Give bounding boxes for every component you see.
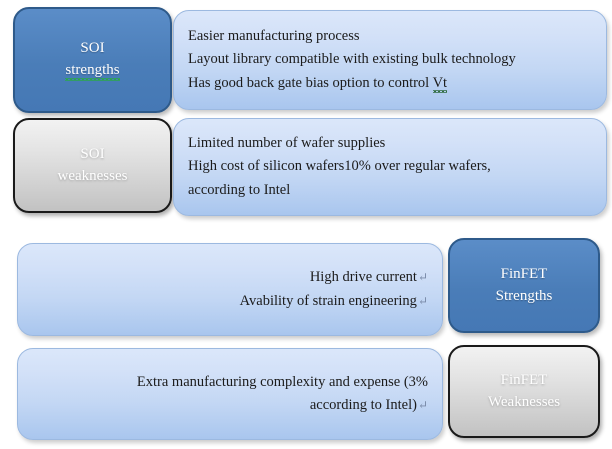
soi-strengths-label-box[interactable]: SOI strengths (13, 7, 172, 113)
finfet-strengths-content-text: High drive current↵ Avability of strain … (32, 266, 428, 313)
soi-strengths-line-3-prefix: Has good back gate bias option to contro… (188, 74, 433, 91)
finfet-strengths-line-1-text: High drive current (309, 269, 417, 286)
finfet-strengths-line-2-text: Avability of strain engineering (239, 292, 417, 309)
finfet-weaknesses-label-box[interactable]: FinFET Weaknesses (448, 345, 600, 438)
line-break-mark-icon: ↵ (417, 398, 428, 412)
soi-weaknesses-line-1: Limited number of wafer supplies (188, 134, 386, 151)
soi-weaknesses-content-text: Limited number of wafer supplies High co… (188, 132, 592, 202)
soi-weaknesses-label-text: SOI weaknesses (58, 144, 128, 188)
soi-weaknesses-label-line2: weaknesses (57, 167, 128, 184)
soi-weaknesses-line-2: High cost of silicon wafers10% over regu… (188, 158, 491, 175)
line-break-mark-icon: ↵ (417, 270, 428, 285)
soi-strengths-content-text: Easier manufacturing process Layout libr… (188, 25, 592, 95)
soi-weaknesses-content-box[interactable]: Limited number of wafer supplies High co… (173, 118, 607, 216)
soi-strengths-label-text: SOI strengths (65, 38, 120, 82)
soi-strengths-line-1: Easier manufacturing process (188, 27, 360, 44)
soi-strengths-content-box[interactable]: Easier manufacturing process Layout libr… (173, 10, 607, 110)
finfet-weaknesses-label-line2: Weaknesses (487, 393, 561, 410)
finfet-weaknesses-line-1: Extra manufacturing complexity and expen… (136, 373, 428, 390)
line-break-mark-icon: ↵ (417, 293, 428, 308)
finfet-strengths-label-line2: Strengths (495, 287, 553, 304)
finfet-weaknesses-line-2: according to Intel)↵ (32, 394, 428, 417)
soi-strengths-line-3: Has good back gate bias option to contro… (188, 72, 592, 95)
soi-strengths-label-line2: strengths (65, 60, 120, 82)
soi-weaknesses-label-line1: SOI (80, 145, 105, 162)
finfet-strengths-line-2: Avability of strain engineering↵ (32, 290, 428, 313)
finfet-strengths-label-box[interactable]: FinFET Strengths (448, 238, 600, 333)
soi-strengths-label-line2-text: strengths (65, 62, 120, 81)
finfet-weaknesses-content-text: Extra manufacturing complexity and expen… (32, 371, 428, 418)
soi-weaknesses-label-box[interactable]: SOI weaknesses (13, 118, 172, 213)
finfet-weaknesses-line-2-text: according to Intel) (309, 397, 417, 413)
soi-strengths-label-line1: SOI (80, 40, 105, 57)
finfet-strengths-content-box[interactable]: High drive current↵ Avability of strain … (17, 243, 443, 336)
soi-strengths-spell-marked-word: Vt (432, 74, 448, 91)
finfet-strengths-label-text: FinFET Strengths (496, 264, 553, 308)
finfet-strengths-label-line1: FinFET (500, 265, 548, 282)
soi-strengths-line-2: Layout library compatible with existing … (188, 51, 516, 68)
finfet-strengths-line-1: High drive current↵ (32, 266, 428, 289)
finfet-weaknesses-label-text: FinFET Weaknesses (488, 370, 560, 414)
finfet-weaknesses-label-line1: FinFET (500, 371, 548, 388)
finfet-weaknesses-content-box[interactable]: Extra manufacturing complexity and expen… (17, 348, 443, 440)
soi-weaknesses-line-3: according to Intel (188, 181, 291, 198)
